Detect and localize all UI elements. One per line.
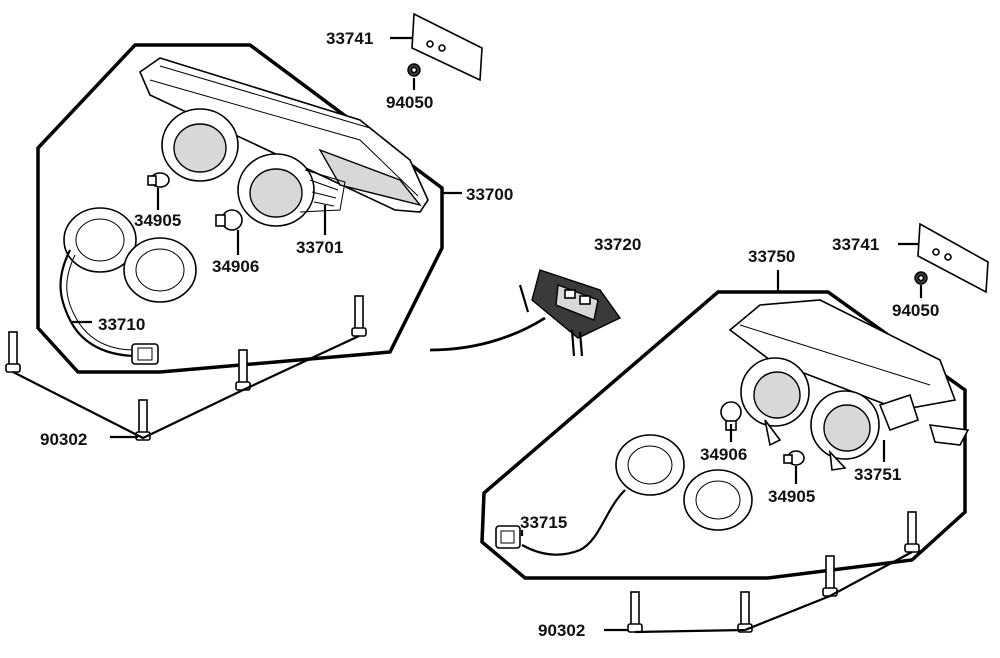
label-94050-right: 94050 — [892, 301, 939, 320]
label-33720: 33720 — [594, 235, 641, 254]
label-33751: 33751 — [854, 465, 901, 484]
bolt-left-4 — [351, 295, 367, 337]
label-33715: 33715 — [520, 513, 567, 532]
label-90302-left: 90302 — [40, 430, 87, 449]
leader-lines — [72, 36, 923, 632]
bulb-34905-right — [783, 450, 805, 466]
label-34905-left: 34905 — [134, 211, 181, 230]
label-34906-left: 34906 — [212, 257, 259, 276]
bolt-group-bracket-left — [12, 335, 360, 440]
label-33750: 33750 — [748, 247, 795, 266]
wiring-harness-right — [495, 434, 753, 556]
bolt-group-bracket-right — [634, 551, 913, 634]
label-33701: 33701 — [296, 238, 343, 257]
bulb-34905-left — [147, 172, 170, 188]
bolt-left-2 — [135, 399, 151, 441]
left-assembly-outline — [36, 43, 444, 374]
right-assembly-outline — [480, 290, 967, 580]
reflector-33741-top — [411, 12, 483, 82]
tail-light-housing-right — [728, 299, 970, 471]
label-33741-right: 33741 — [832, 235, 879, 254]
license-light-33720 — [429, 269, 622, 357]
label-33700: 33700 — [466, 185, 513, 204]
bolt-right-4 — [904, 511, 920, 553]
label-33710: 33710 — [98, 315, 145, 334]
tail-light-housing-left — [139, 57, 429, 227]
bolt-left-3 — [235, 349, 251, 391]
label-34905-right: 34905 — [768, 487, 815, 506]
label-90302-right: 90302 — [538, 621, 585, 640]
bolt-left-1 — [5, 331, 21, 373]
bolt-right-2 — [737, 591, 753, 633]
label-34906-right: 34906 — [700, 445, 747, 464]
bulb-34906-left — [215, 209, 243, 231]
label-94050-top: 94050 — [386, 93, 433, 112]
nut-94050-top — [407, 63, 421, 77]
bolt-right-1 — [627, 591, 643, 633]
nut-94050-right — [914, 271, 928, 285]
wiring-harness-left — [59, 207, 197, 365]
bolt-right-3 — [822, 555, 838, 597]
label-33741-top: 33741 — [326, 29, 373, 48]
reflector-33741-right — [917, 222, 989, 294]
